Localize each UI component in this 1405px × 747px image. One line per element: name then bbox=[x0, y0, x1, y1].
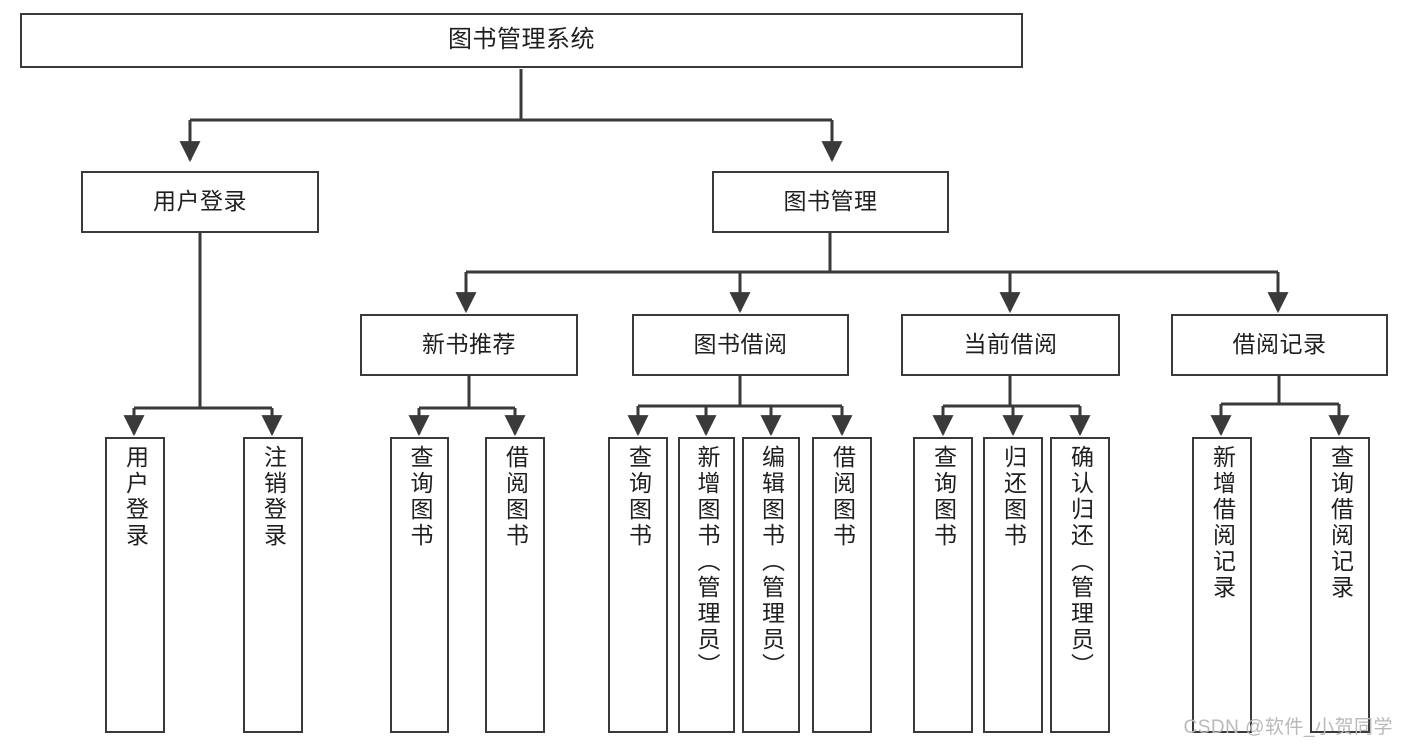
node-root-label: 图书管理系统 bbox=[448, 26, 595, 54]
leaf-book-borrow-edit-label: 编辑图书（管理员） bbox=[758, 445, 785, 679]
leaf-borrow-record-add[interactable]: 新增借阅记录 bbox=[1192, 437, 1252, 733]
leaf-current-borrow-confirm[interactable]: 确认归还（管理员） bbox=[1050, 437, 1110, 733]
leaf-user-login-logout[interactable]: 注销登录 bbox=[243, 437, 303, 733]
leaf-new-book-borrow-label: 借阅图书 bbox=[502, 445, 529, 549]
leaf-borrow-record-query[interactable]: 查询借阅记录 bbox=[1310, 437, 1370, 733]
node-book-management[interactable]: 图书管理 bbox=[712, 171, 949, 233]
leaf-borrow-record-add-label: 新增借阅记录 bbox=[1209, 445, 1236, 601]
leaf-current-borrow-return-label: 归还图书 bbox=[1000, 445, 1027, 549]
node-borrow-record[interactable]: 借阅记录 bbox=[1171, 314, 1388, 376]
node-borrow-record-label: 借阅记录 bbox=[1232, 331, 1327, 358]
leaf-book-borrow-query[interactable]: 查询图书 bbox=[608, 437, 668, 733]
leaf-current-borrow-confirm-label: 确认归还（管理员） bbox=[1067, 445, 1094, 679]
node-new-book-recommend[interactable]: 新书推荐 bbox=[360, 314, 578, 376]
leaf-user-login-login[interactable]: 用户登录 bbox=[105, 437, 165, 733]
leaf-borrow-record-query-label: 查询借阅记录 bbox=[1327, 445, 1354, 601]
leaf-current-borrow-return[interactable]: 归还图书 bbox=[983, 437, 1043, 733]
leaf-book-borrow-borrow[interactable]: 借阅图书 bbox=[812, 437, 872, 733]
leaf-user-login-login-label: 用户登录 bbox=[122, 445, 149, 549]
leaf-new-book-borrow[interactable]: 借阅图书 bbox=[485, 437, 545, 733]
node-root[interactable]: 图书管理系统 bbox=[20, 13, 1023, 68]
node-current-borrow-label: 当前借阅 bbox=[963, 331, 1058, 358]
leaf-current-borrow-query-label: 查询图书 bbox=[930, 445, 957, 549]
leaf-book-borrow-add-label: 新增图书（管理员） bbox=[694, 445, 720, 679]
leaf-user-login-logout-label: 注销登录 bbox=[260, 445, 287, 549]
csdn-watermark: CSDN @软件_小贺同学 bbox=[1183, 717, 1393, 738]
node-user-login[interactable]: 用户登录 bbox=[81, 171, 319, 233]
leaf-book-borrow-query-label: 查询图书 bbox=[625, 445, 652, 549]
leaf-book-borrow-edit[interactable]: 编辑图书（管理员） bbox=[742, 437, 800, 733]
node-book-management-label: 图书管理 bbox=[783, 188, 878, 215]
node-book-borrow-label: 图书借阅 bbox=[693, 331, 788, 358]
leaf-new-book-query[interactable]: 查询图书 bbox=[390, 437, 449, 733]
node-user-login-label: 用户登录 bbox=[153, 188, 247, 215]
node-book-borrow[interactable]: 图书借阅 bbox=[632, 314, 849, 376]
leaf-current-borrow-query[interactable]: 查询图书 bbox=[913, 437, 973, 733]
leaf-new-book-query-label: 查询图书 bbox=[407, 445, 433, 549]
leaf-book-borrow-add[interactable]: 新增图书（管理员） bbox=[678, 437, 735, 733]
leaf-book-borrow-borrow-label: 借阅图书 bbox=[829, 445, 856, 549]
node-new-book-recommend-label: 新书推荐 bbox=[422, 331, 516, 358]
node-current-borrow[interactable]: 当前借阅 bbox=[901, 314, 1120, 376]
